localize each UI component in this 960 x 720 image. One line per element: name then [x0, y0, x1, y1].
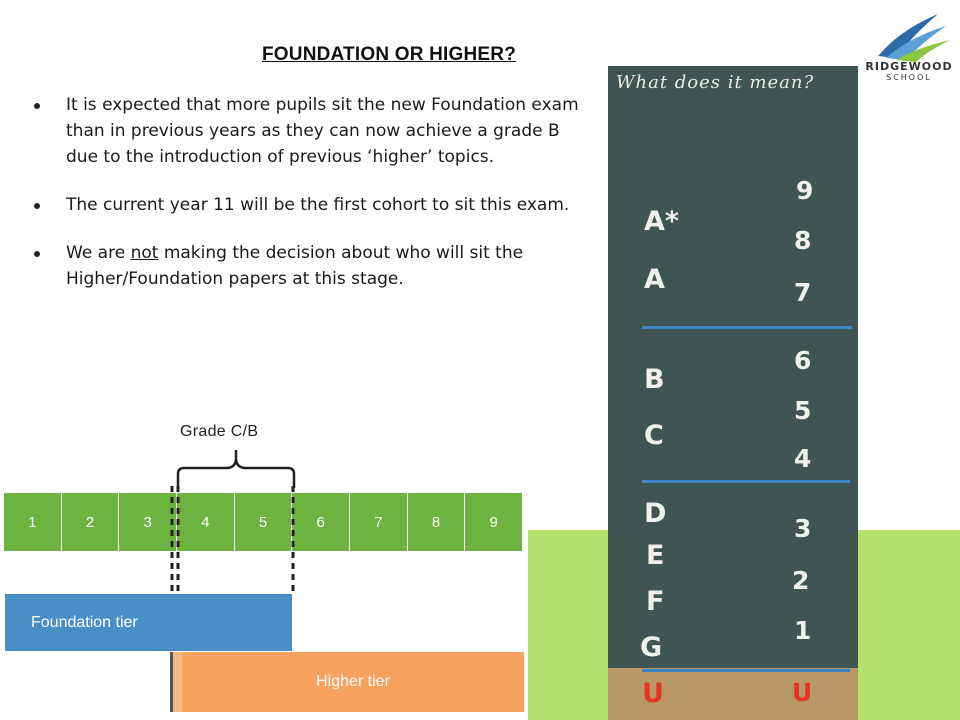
logo-sub: SCHOOL [886, 73, 932, 82]
grade-cell: 1 [4, 493, 61, 551]
school-logo: RIDGEWOOD SCHOOL [860, 8, 958, 108]
divider-line [642, 326, 852, 329]
new-grade: 6 [794, 346, 812, 375]
bullet-icon [34, 251, 40, 257]
grade-cell: 3 [119, 493, 177, 551]
higher-tier-fill: Higher tier [182, 652, 524, 712]
bullet-text: We are [66, 243, 131, 263]
bullet-list: It is expected that more pupils sit the … [34, 92, 594, 314]
bullet-text: making the decision about who will sit t… [66, 243, 524, 289]
bullet-text: It is expected that more pupils sit the … [66, 95, 579, 167]
grade-cell: 2 [61, 493, 119, 551]
divider-line [642, 480, 850, 483]
grade-scale: 1 2 3 4 5 6 7 8 9 [4, 493, 523, 551]
old-grade: A [644, 264, 665, 295]
new-grade: 1 [794, 616, 812, 645]
old-grade: A* [644, 206, 680, 237]
ridgewood-logo-icon [878, 14, 950, 62]
chalkboard: What does it mean? A* A B C D E F G U 9 … [608, 66, 858, 720]
grade-cell: 9 [465, 493, 523, 551]
grade-boundary-lines [170, 486, 295, 592]
higher-tier-bar: Higher tier [170, 652, 524, 712]
bullet-item: The current year 11 will be the first co… [34, 192, 594, 218]
bullet-icon [34, 203, 40, 209]
new-grade: 8 [794, 226, 812, 255]
old-grade: G [640, 632, 663, 663]
grade-cell: 5 [234, 493, 292, 551]
old-grade: E [646, 540, 665, 571]
new-grade: 4 [794, 444, 812, 473]
chalkboard-heading: What does it mean? [616, 72, 815, 93]
old-grade-fail: U [642, 678, 664, 709]
foundation-tier-bar: Foundation tier [5, 594, 292, 651]
old-grade: B [644, 364, 665, 395]
chalkboard-floor [608, 668, 858, 720]
logo-name: RIDGEWOOD [865, 60, 953, 73]
bullet-item: It is expected that more pupils sit the … [34, 92, 594, 170]
higher-tier-label: Higher tier [316, 673, 390, 690]
page-title: FOUNDATION OR HIGHER? [262, 44, 517, 65]
grade-cell: 4 [177, 493, 234, 551]
divider-line [642, 669, 850, 672]
bullet-text: The current year 11 will be the first co… [66, 195, 570, 215]
bullet-icon [34, 103, 40, 109]
grade-label: Grade C/B [180, 423, 259, 440]
foundation-tier-label: Foundation tier [31, 613, 138, 631]
new-grade: 9 [796, 176, 814, 205]
new-grade: 2 [792, 566, 810, 595]
new-grade: 3 [794, 514, 812, 543]
grade-cell: 7 [350, 493, 407, 551]
emphasis-text: not [130, 243, 159, 263]
curly-brace-icon [176, 450, 296, 488]
new-grade-fail: U [792, 678, 813, 707]
new-grade: 7 [794, 278, 812, 307]
old-grade: C [644, 420, 664, 451]
grade-cell: 6 [292, 493, 350, 551]
new-grade: 5 [794, 396, 812, 425]
old-grade: F [646, 586, 665, 617]
bullet-item: We are not making the decision about who… [34, 240, 594, 292]
grade-cell: 8 [407, 493, 465, 551]
old-grade: D [644, 498, 667, 529]
